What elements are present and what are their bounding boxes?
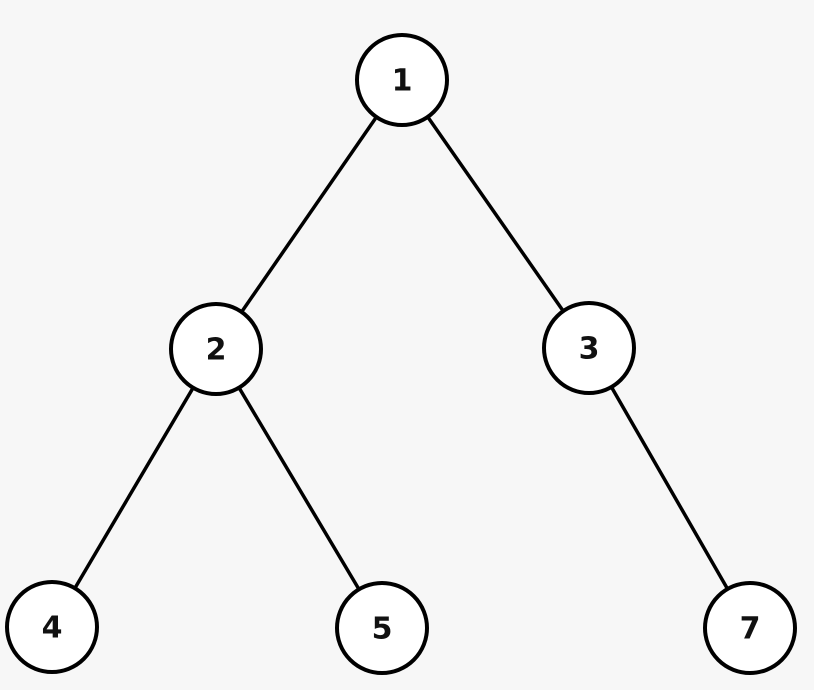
tree-edge-n3-n7 [587,347,752,629]
tree-edge-n2-n5 [214,348,384,629]
tree-node-circle-3 [542,301,636,395]
tree-node-circle-2 [169,302,263,396]
tree-node-label-5: 5 [372,612,393,647]
tree-node-label-4: 4 [42,611,63,646]
tree-node-3: 3 [542,301,636,395]
tree-node-label-7: 7 [740,612,761,647]
tree-node-circle-4 [5,580,99,674]
tree-node-label-2: 2 [206,333,227,368]
tree-node-circle-7 [703,581,797,675]
tree-edge-n1-n2 [214,79,404,350]
tree-node-2: 2 [169,302,263,396]
tree-node-1: 1 [355,33,449,127]
tree-edge-n1-n3 [400,78,591,350]
tree-node-5: 5 [335,581,429,675]
tree-node-4: 4 [5,580,99,674]
tree-node-circle-1 [355,33,449,127]
tree-node-circle-5 [335,581,429,675]
tree-edge-n2-n4 [50,348,218,628]
tree-node-7: 7 [703,581,797,675]
tree-node-label-3: 3 [579,332,600,367]
tree-node-label-1: 1 [392,64,413,99]
